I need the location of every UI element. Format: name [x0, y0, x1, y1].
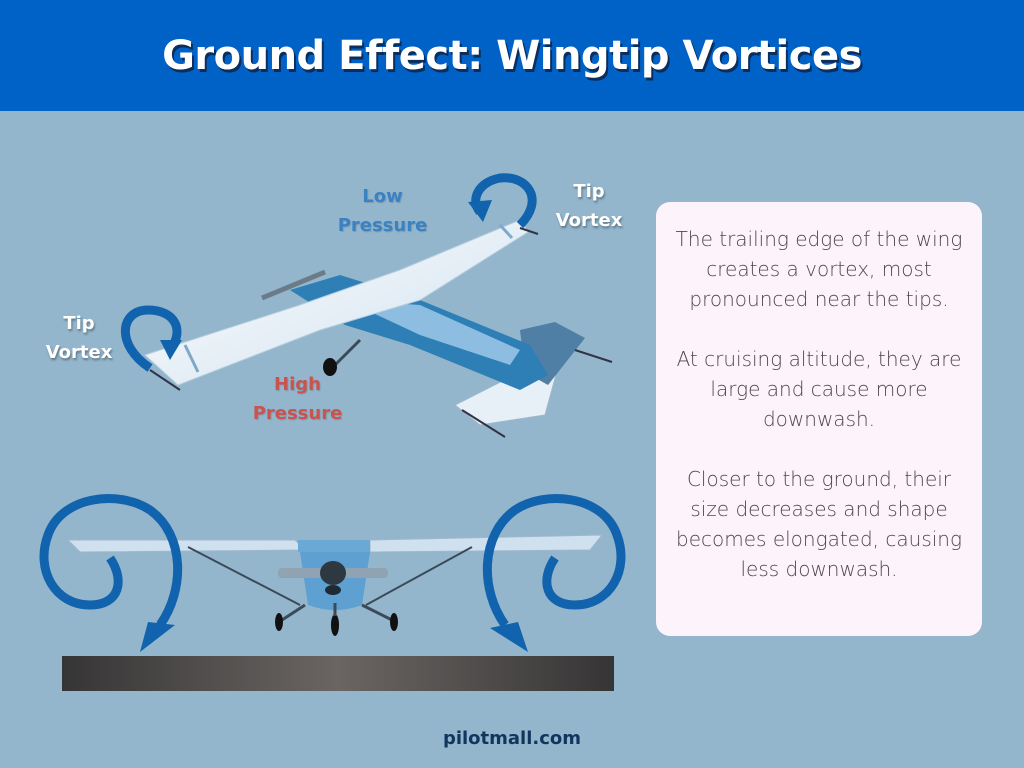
tip-vortex-label-left: Tip Vortex	[45, 313, 113, 363]
top-airplane-illustration	[144, 219, 613, 438]
page-title: Ground Effect: Wingtip Vortices	[162, 32, 862, 79]
low-pressure-label: Low Pressure	[337, 186, 428, 236]
header-banner: Ground Effect: Wingtip Vortices	[0, 0, 1024, 111]
info-paragraph: The trailing edge of the wing creates a …	[675, 227, 963, 311]
ground-bar	[62, 656, 614, 691]
info-card: The trailing edge of the wing creates a …	[656, 202, 982, 636]
site-footer: pilotmall.com	[442, 728, 582, 749]
front-airplane-illustration	[66, 534, 604, 636]
ground-vortex-arrow-left	[39, 494, 183, 628]
info-paragraph: At cruising altitude, they are large and…	[676, 347, 962, 431]
tip-vortex-label-right: Tip Vortex	[555, 181, 623, 231]
tip-vortex-arrow-right	[471, 173, 537, 229]
ground-vortex-arrow-right	[482, 494, 626, 628]
high-pressure-label: High Pressure	[252, 374, 343, 424]
info-paragraph: Closer to the ground, their size decreas…	[676, 467, 962, 581]
tip-vortex-arrow-left	[120, 305, 182, 372]
